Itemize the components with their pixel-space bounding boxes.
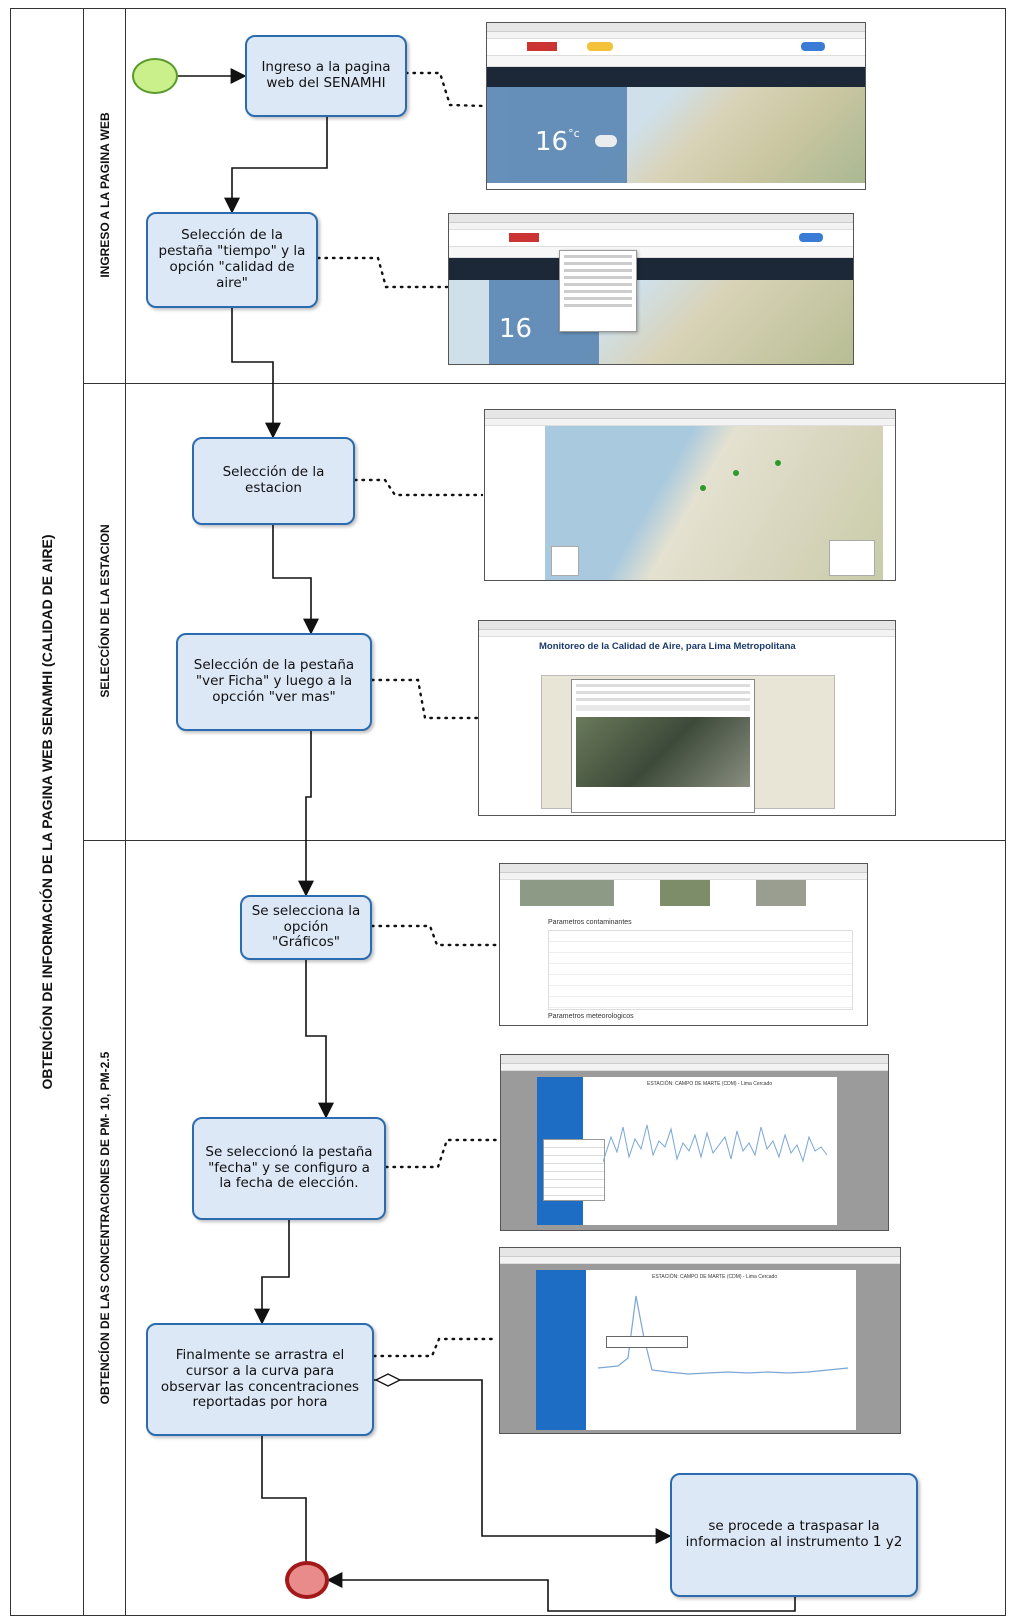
- task-traspasar-label: se procede a traspasar la informacion al…: [685, 1518, 903, 1550]
- bookmarks-bar: [500, 1257, 900, 1264]
- browser-toolbar: [479, 621, 895, 630]
- task-graficos[interactable]: Se selecciona la opción "Gráficos": [240, 895, 372, 960]
- task-estacion[interactable]: Selección de la estacion: [192, 437, 355, 525]
- alert-banner: [487, 67, 865, 87]
- task-fecha-label: Se seleccionó la pestaña "fecha" y se co…: [205, 1143, 373, 1192]
- calendar-widget: [543, 1139, 605, 1201]
- site-header: [487, 39, 865, 56]
- station-photo: [660, 880, 710, 906]
- map-lima: [545, 426, 883, 580]
- map-marker: [733, 470, 739, 476]
- flow-fecha-to-final: [254, 1220, 290, 1325]
- chart-sidebar: [536, 1270, 586, 1430]
- pool-frame: [10, 8, 1006, 1616]
- map-legend: [551, 546, 579, 576]
- bookmarks-bar: [485, 419, 895, 426]
- assoc-line-5: [370, 924, 498, 947]
- task-ver-ficha-label: Selección de la pestaña "ver Ficha" y lu…: [193, 657, 355, 705]
- assoc-line-7: [372, 1337, 497, 1358]
- chart-line: [598, 1295, 848, 1375]
- weather-unit: °c: [568, 127, 580, 140]
- task-graficos-label: Se selecciona la opción "Gráficos": [251, 902, 361, 951]
- bookmarks-bar: [479, 630, 895, 637]
- bookmarks-bar: [487, 32, 865, 39]
- task-final[interactable]: Finalmente se arrastra el cursor a la cu…: [146, 1323, 374, 1436]
- params-table: [548, 930, 853, 1010]
- flow-final-to-traspasar: [374, 1379, 672, 1544]
- station-photo: [756, 880, 806, 906]
- bookmarks-bar: [500, 873, 867, 880]
- end-event: [285, 1561, 329, 1599]
- screenshot-final-chart: ESTACIÓN: CAMPO DE MARTE (CDM) - Lima Ce…: [499, 1247, 901, 1434]
- params-title: Parametros contaminantes: [548, 919, 632, 926]
- task-ingreso[interactable]: Ingreso a la pagina web del SENAMHI: [245, 35, 407, 117]
- map-legend: [829, 540, 875, 576]
- bookmarks-bar: [501, 1064, 888, 1071]
- chart-title: ESTACIÓN: CAMPO DE MARTE (CDM) - Lima Ce…: [652, 1274, 778, 1280]
- task-ingreso-label: Ingreso a la pagina web del SENAMHI: [261, 59, 391, 91]
- weather-panel: 16°c: [487, 87, 627, 183]
- lane-label-column: [84, 8, 126, 1616]
- task-tiempo[interactable]: Selección de la pestaña "tiempo" y la op…: [146, 212, 318, 308]
- site-nav: [487, 56, 865, 67]
- flow-estacion-to-ficha: [272, 525, 319, 635]
- meteo-title: Parametros meteorologicos: [548, 1013, 634, 1020]
- ficha-photo: [576, 717, 750, 787]
- assoc-line-4: [370, 678, 480, 720]
- assoc-line-6: [384, 1138, 501, 1169]
- flow-final-to-end: [261, 1436, 314, 1597]
- association-diamond: [374, 1373, 402, 1387]
- assoc-line-1: [404, 71, 487, 108]
- chart-title: ESTACIÓN: CAMPO DE MARTE (CDM) - Lima Ce…: [647, 1081, 773, 1087]
- task-estacion-label: Selección de la estacion: [222, 464, 325, 496]
- pool-label-column: OBTENCÍON DE INFORMACIÓN DE LA PAGINA WE…: [10, 8, 84, 1616]
- chart-window: ESTACIÓN: CAMPO DE MARTE (CDM) - Lima Ce…: [536, 1270, 856, 1430]
- assoc-line-3: [353, 478, 484, 497]
- lane-separator: [84, 383, 1006, 384]
- chart-window: ESTACIÓN: CAMPO DE MARTE (CDM) - Lima Ce…: [537, 1077, 837, 1225]
- browser-toolbar: [500, 864, 867, 873]
- flow-ficha-to-graficos: [298, 731, 314, 897]
- cloud-icon: [595, 135, 617, 147]
- browser-toolbar: [500, 1248, 900, 1257]
- screenshot-station-map: [484, 409, 896, 581]
- screenshot-parametros: Parametros contaminantes Parametros mete…: [499, 863, 868, 1026]
- assoc-line-2: [316, 256, 449, 289]
- task-ver-ficha[interactable]: Selección de la pestaña "ver Ficha" y lu…: [176, 633, 372, 731]
- dropdown-menu: [559, 250, 637, 332]
- ficha-title: Monitoreo de la Calidad de Aire, para Li…: [539, 641, 796, 652]
- browser-toolbar: [449, 214, 853, 223]
- bookmarks-bar: [449, 223, 853, 230]
- flow-tiempo-to-estacion: [231, 308, 281, 439]
- flow-ingreso-to-tiempo: [224, 117, 328, 214]
- screenshot-fecha-chart: ESTACIÓN: CAMPO DE MARTE (CDM) - Lima Ce…: [500, 1054, 889, 1231]
- chart-tooltip: [606, 1336, 688, 1348]
- screenshot-tiempo-menu: 16: [448, 213, 854, 365]
- station-photo: [520, 880, 614, 906]
- browser-toolbar: [501, 1055, 888, 1064]
- flow-graficos-to-fecha: [305, 960, 334, 1119]
- start-event: [132, 58, 178, 94]
- map-marker: [700, 485, 706, 491]
- ficha-popup: [571, 679, 755, 813]
- task-fecha[interactable]: Se seleccionó la pestaña "fecha" y se co…: [192, 1117, 386, 1220]
- task-final-label: Finalmente se arrastra el cursor a la cu…: [160, 1346, 360, 1411]
- flow-traspasar-to-end: [326, 1572, 796, 1612]
- chart-line: [603, 1124, 828, 1163]
- lane-separator: [84, 840, 1006, 841]
- screenshot-senamhi-home: 16°c: [486, 22, 866, 190]
- screenshot-station-ficha: Monitoreo de la Calidad de Aire, para Li…: [478, 620, 896, 816]
- task-traspasar[interactable]: se procede a traspasar la informacion al…: [670, 1473, 918, 1597]
- weather-temp: 16: [535, 127, 569, 157]
- browser-toolbar: [487, 23, 865, 32]
- browser-toolbar: [485, 410, 895, 419]
- map-marker: [775, 460, 781, 466]
- task-tiempo-label: Selección de la pestaña "tiempo" y la op…: [158, 227, 306, 291]
